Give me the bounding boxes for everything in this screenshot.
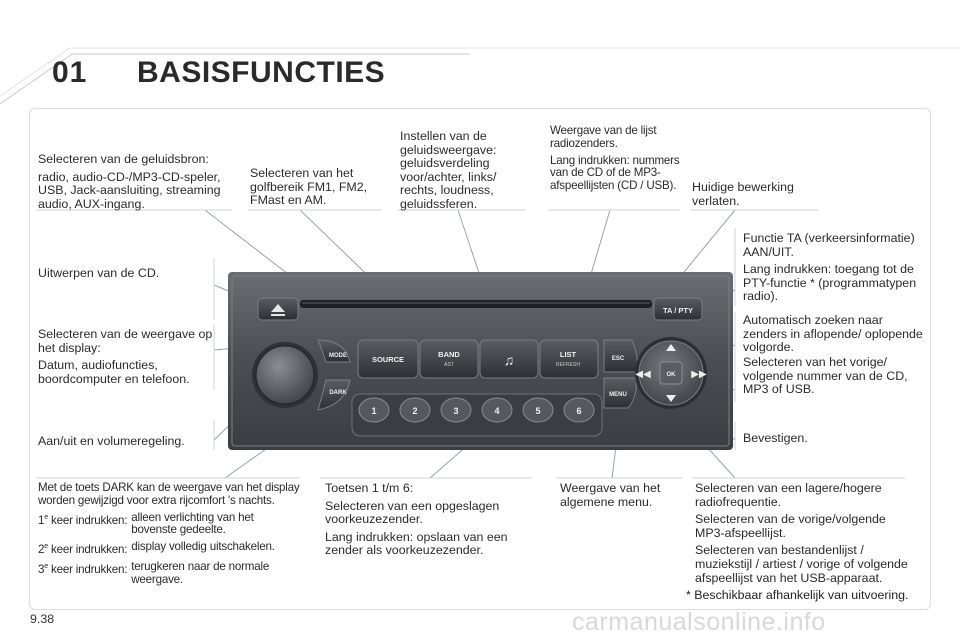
arrow-down-icon: [666, 395, 676, 402]
source-button-label: SOURCE: [372, 355, 404, 364]
freq-description: Selecteren van een lagere/hogere radiofr…: [695, 481, 910, 589]
ta-text: Lang indrukken: toegang tot de PTY-funct…: [743, 262, 917, 304]
dark-press-row: 3e keer indrukken:terugkeren naar de nor…: [38, 559, 300, 587]
band-button-sublabel: AST: [444, 362, 454, 368]
mode-button-label: MODE: [329, 353, 347, 359]
arrow-up-icon: [666, 344, 676, 351]
list-button-label: LIST: [560, 350, 577, 359]
preset-button-5: [522, 397, 554, 423]
list-description: Weergave van de lijst radiozenders. Lang…: [550, 124, 680, 197]
rewind-icon: ◀◀: [635, 369, 651, 380]
page-number: 9.38: [30, 612, 55, 626]
chapter-header-bar: [0, 47, 960, 105]
preset-button-3: [440, 397, 472, 423]
freq-line1: Selecteren van een lagere/hogere radiofr…: [695, 481, 882, 509]
preset-label-3: 3: [453, 406, 458, 416]
fast-forward-icon: ▶▶: [691, 369, 707, 380]
ta-description: Functie TA (verkeersinformatie) AAN/UIT.…: [743, 231, 923, 308]
preset-button-6: [563, 397, 595, 423]
preset-label-5: 5: [535, 406, 540, 416]
source-title: Selecteren van de geluidsbron:: [38, 152, 209, 166]
chapter-number: 01: [52, 56, 88, 89]
page-title: BASISFUNCTIES: [137, 56, 386, 89]
preset-label-6: 6: [576, 406, 581, 416]
dark-press-row: 1e keer indrukken:alleen verlichting van…: [38, 510, 300, 538]
dark-press-row: 2e keer indrukken:display volledig uitsc…: [38, 540, 300, 557]
ok-button-label: OK: [667, 372, 677, 378]
mode-text: Datum, audiofuncties, boordcomputer en t…: [38, 358, 190, 386]
mode-description: Selecteren van de weergave op het displa…: [38, 327, 213, 390]
list-button-sublabel: REFRESH: [556, 362, 580, 368]
dark-intro: Met de toets DARK kan de weergave van he…: [38, 481, 300, 507]
press-suffix: e: [44, 543, 48, 551]
power-description: Aan/uit en volumeregeling.: [38, 434, 185, 448]
esc-button-label: ESC: [612, 356, 625, 362]
press-number: 1: [38, 513, 45, 527]
press-suffix: e: [44, 513, 48, 521]
press-key: keer indrukken:: [50, 543, 128, 557]
band-button-label: BAND: [438, 350, 460, 359]
press-text: display volledig uitschakelen.: [131, 540, 275, 554]
presets-title: Toetsen 1 t/m 6:: [325, 481, 414, 495]
press-suffix: e: [44, 562, 48, 570]
ok-description: Bevestigen.: [743, 431, 808, 445]
presets-line1: Selecteren van een opgeslagen voorkeuzez…: [325, 498, 500, 527]
arrows-left-right-description: Selecteren van het vorige/ volgende numm…: [743, 355, 908, 397]
esc-description: Huidige bewerking verlaten.: [692, 180, 794, 208]
eject-description: Uitwerpen van de CD.: [38, 266, 160, 280]
music-note-icon: ♫: [504, 352, 515, 368]
footnote: * Beschikbaar afhankelijk van uitvoering…: [686, 588, 909, 602]
menu-button-label: MENU: [609, 392, 627, 398]
source-description: Selecteren van de geluidsbron: radio, au…: [38, 152, 234, 215]
ta-title: Functie TA (verkeersinformatie) AAN/UIT.: [743, 231, 915, 259]
sound-description: Instellen van de geluidsweergave: geluid…: [400, 129, 497, 211]
ta-pty-button-label: TA / PTY: [663, 306, 693, 315]
presets-description: Toetsen 1 t/m 6: Selecteren van een opge…: [325, 481, 530, 562]
preset-label-1: 1: [371, 406, 376, 416]
preset-button-4: [481, 397, 513, 423]
preset-button-2: [399, 397, 431, 423]
band-description: Selecteren van het golfbereik FM1, FM2, …: [250, 166, 368, 208]
press-text: alleen verlichting van het bovenste gede…: [131, 510, 254, 537]
list-text: Lang indrukken: nummers van de CD of de …: [550, 153, 680, 193]
mode-title: Selecteren van de weergave op het displa…: [38, 327, 213, 355]
list-title: Weergave van de lijst radiozenders.: [550, 124, 657, 150]
source-text: radio, audio-CD-/MP3-CD-speler, USB, Jac…: [38, 169, 221, 211]
dark-button-label: DARK: [329, 390, 347, 396]
dark-description: Met de toets DARK kan de weergave van he…: [38, 481, 300, 590]
preset-label-4: 4: [494, 406, 499, 416]
press-number: 2: [38, 543, 45, 557]
presets-line2: Lang indrukken: opslaan van een zender a…: [325, 529, 508, 558]
freq-line2: Selecteren van de vorige/volgende MP3-af…: [695, 512, 886, 540]
press-key: keer indrukken:: [50, 513, 128, 527]
preset-button-1: [358, 397, 390, 423]
press-key: keer indrukken:: [50, 562, 128, 576]
watermark: carmanualsonline.info: [572, 608, 826, 636]
arrows-up-down-description: Automatisch zoeken naar zenders in aflop…: [743, 313, 923, 355]
content-frame: [29, 108, 931, 610]
press-text: terugkeren naar de normale weergave.: [131, 559, 270, 586]
menu-description: Weergave van het algemene menu.: [560, 481, 661, 509]
eject-icon: [271, 304, 285, 312]
freq-line3: Selecteren van bestandenlijst / muziekst…: [695, 543, 908, 585]
press-number: 3: [38, 562, 45, 576]
preset-label-2: 2: [412, 406, 417, 416]
